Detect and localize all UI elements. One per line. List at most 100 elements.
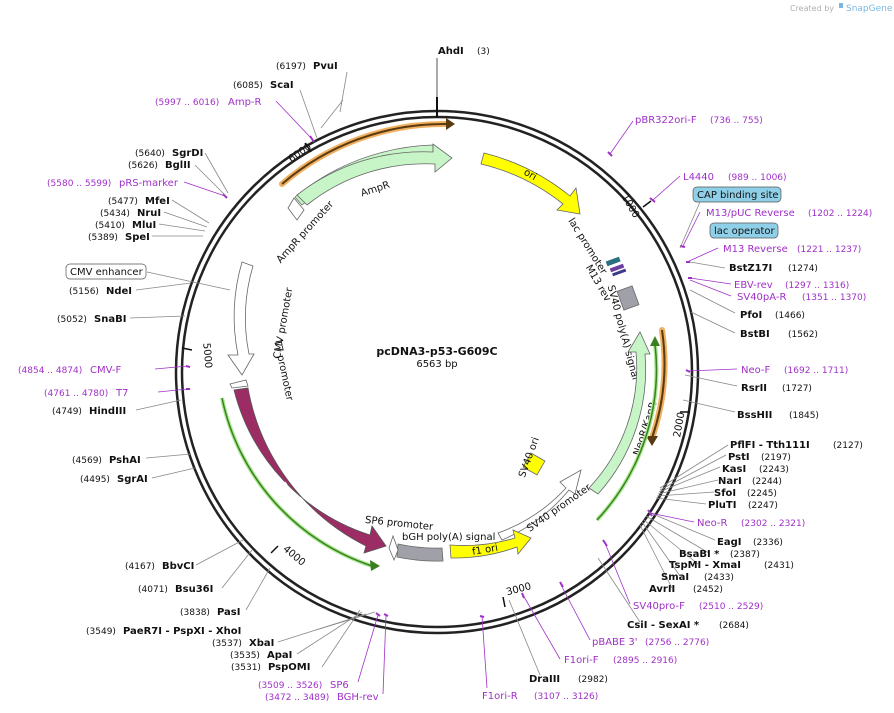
site-hindiii[interactable]: (4749)HindIII bbox=[52, 406, 126, 417]
svg-text:SpeI: SpeI bbox=[125, 232, 150, 243]
site-spei[interactable]: (5389) SpeI bbox=[88, 232, 150, 243]
svg-text:(2387): (2387) bbox=[730, 550, 760, 560]
primer-sp6[interactable]: (3509 .. 3526)SP6 bbox=[258, 680, 349, 691]
site-sfoi[interactable]: SfoI(2245) bbox=[714, 488, 777, 499]
site-pshai[interactable]: (4569)PshAI bbox=[72, 455, 141, 466]
site-sgrdi[interactable]: (5640)SgrDI bbox=[135, 148, 203, 159]
credit-brand: SnapGene bbox=[846, 4, 893, 14]
svg-text:RsrII: RsrII bbox=[741, 383, 767, 394]
site-pflfi[interactable]: PflFI - Tth111I(2127) bbox=[730, 440, 863, 451]
svg-text:PluTI: PluTI bbox=[708, 500, 736, 511]
site-sgrai[interactable]: (4495)SgrAI bbox=[80, 474, 148, 485]
site-bstz17i[interactable]: BstZ17I(1274) bbox=[729, 263, 818, 274]
site-pspomi[interactable]: (3531)PspOMI bbox=[231, 662, 310, 673]
feature-sv40-promoter[interactable]: SV40 promoter bbox=[497, 469, 594, 541]
svg-text:(736 .. 755): (736 .. 755) bbox=[710, 116, 763, 126]
svg-text:SV40pA-R: SV40pA-R bbox=[737, 292, 786, 303]
site-bglii[interactable]: (5626)BglII bbox=[128, 160, 191, 171]
site-nrui[interactable]: (5434) NruI bbox=[100, 208, 161, 219]
primer-pbr322ori-f[interactable]: pBR322ori-F (736 .. 755) bbox=[635, 115, 763, 126]
site-mlui[interactable]: (5410)MluI bbox=[95, 220, 156, 231]
svg-text:(1845): (1845) bbox=[789, 411, 819, 421]
feature-sv40-polya-right[interactable]: SV40 poly(A) signal bbox=[605, 284, 641, 381]
feature-sv40-ori[interactable]: SV40 ori bbox=[517, 436, 546, 479]
primer-amp-r[interactable]: (5997 .. 6016)Amp-R bbox=[155, 97, 262, 108]
primer-m13-puc-reverse[interactable]: M13/pUC Reverse(1202 .. 1224) bbox=[706, 208, 872, 219]
feature-p53[interactable]: p53 bbox=[233, 387, 387, 554]
tick-5000: 5000 bbox=[181, 342, 213, 369]
svg-text:(5389): (5389) bbox=[88, 233, 118, 243]
site-paer7i[interactable]: (3549)PaeR7I - PspXI - XhoI bbox=[86, 626, 241, 637]
tick-label-5000: 5000 bbox=[200, 342, 213, 368]
site-bsu36i[interactable]: (4071)Bsu36I bbox=[138, 584, 213, 595]
site-pluti[interactable]: PluTI(2247) bbox=[708, 500, 778, 511]
site-ndei[interactable]: (5156) NdeI bbox=[69, 286, 132, 297]
boxed-cap-binding-site[interactable]: CAP binding site bbox=[679, 186, 782, 249]
site-bsabi[interactable]: BsaBI * (2387) bbox=[679, 549, 760, 560]
svg-text:BstZ17I: BstZ17I bbox=[729, 263, 772, 274]
site-bsshii[interactable]: BssHII(1845) bbox=[737, 410, 819, 421]
site-draiii[interactable]: DraIII(2982) bbox=[529, 674, 608, 685]
svg-text:BsaBI *: BsaBI * bbox=[679, 549, 720, 560]
tick-label-2000: 2000 bbox=[672, 411, 687, 438]
site-apai[interactable]: (3535)ApaI bbox=[230, 650, 292, 661]
primer-sv40pro-f[interactable]: SV40pro-F(2510 .. 2529) bbox=[633, 601, 763, 612]
site-psti[interactable]: PstI(2197) bbox=[728, 452, 791, 463]
site-scai[interactable]: (6085)ScaI bbox=[233, 80, 294, 91]
svg-text:(1692 .. 1711): (1692 .. 1711) bbox=[784, 366, 848, 376]
svg-text:pBR322ori-F: pBR322ori-F bbox=[635, 115, 697, 126]
site-xbai[interactable]: (3537)XbaI bbox=[212, 638, 274, 649]
site-tspmi[interactable]: TspMI - XmaI(2431) bbox=[669, 560, 794, 571]
boxed-cmv-enhancer[interactable]: CMV enhancer bbox=[65, 263, 147, 280]
site-mfei[interactable]: (5477)MfeI bbox=[108, 196, 170, 207]
svg-text:NruI: NruI bbox=[137, 208, 161, 219]
primer-neo-f[interactable]: Neo-F(1692 .. 1711) bbox=[741, 365, 848, 376]
site-pfoi[interactable]: PfoI(1466) bbox=[740, 310, 805, 321]
svg-text:SP6: SP6 bbox=[330, 680, 349, 691]
primer-ebv-rev[interactable]: EBV-rev(1297 .. 1316) bbox=[734, 280, 849, 291]
site-pasi[interactable]: (3838)PasI bbox=[180, 607, 240, 618]
feature-ampr-arrow[interactable] bbox=[296, 143, 453, 206]
primer-pbabe3[interactable]: pBABE 3'(2756 .. 2776) bbox=[592, 637, 709, 648]
svg-text:PvuI: PvuI bbox=[313, 61, 338, 72]
primer-bgh-rev[interactable]: (3472 .. 3489)BGH-rev bbox=[265, 692, 379, 703]
svg-text:(5156): (5156) bbox=[69, 287, 99, 297]
primer-t7[interactable]: (4761 .. 4780)T7 bbox=[44, 388, 128, 399]
svg-text:Neo-R: Neo-R bbox=[697, 518, 728, 529]
site-csii[interactable]: CsiI - SexAI *(2684) bbox=[627, 620, 749, 631]
primer-prs-marker[interactable]: (5580 .. 5599)pRS-marker bbox=[47, 178, 179, 189]
feature-f1-ori[interactable]: f1 ori bbox=[449, 529, 532, 559]
site-bstbi[interactable]: BstBI(1562) bbox=[740, 329, 818, 340]
svg-text:BglII: BglII bbox=[165, 160, 191, 171]
primer-cmv-f[interactable]: (4854 .. 4874)CMV-F bbox=[18, 365, 121, 376]
site-nari[interactable]: NarI(2244) bbox=[718, 476, 782, 487]
svg-text:MluI: MluI bbox=[132, 220, 156, 231]
svg-text:T7: T7 bbox=[115, 388, 128, 399]
site-eagi[interactable]: EagI(2336) bbox=[717, 537, 783, 548]
primer-l4440[interactable]: L4440(989 .. 1006) bbox=[683, 172, 787, 183]
svg-text:(4569): (4569) bbox=[72, 456, 102, 466]
primer-sv40pa-r[interactable]: SV40pA-R(1351 .. 1370) bbox=[737, 292, 866, 303]
feature-ampr-promoter[interactable]: AmpR promoter bbox=[275, 197, 337, 265]
svg-text:(2302 .. 2321): (2302 .. 2321) bbox=[741, 519, 805, 529]
feature-bgh[interactable]: bGH poly(A) signal bbox=[396, 532, 495, 562]
site-rsrii[interactable]: RsrII(1727) bbox=[741, 383, 812, 394]
site-kasi[interactable]: KasI(2243) bbox=[722, 464, 789, 475]
primer-f1ori-f[interactable]: F1ori-F(2895 .. 2916) bbox=[564, 655, 677, 666]
feature-ori[interactable]: ori bbox=[480, 152, 581, 215]
site-pvui[interactable]: (6197)PvuI bbox=[276, 61, 338, 72]
svg-text:SfoI: SfoI bbox=[714, 488, 736, 499]
site-smai[interactable]: SmaI(2433) bbox=[661, 572, 734, 583]
primer-neo-r[interactable]: Neo-R (2302 .. 2321) bbox=[697, 518, 805, 529]
site-ahdi[interactable]: AhdI(3) bbox=[438, 46, 490, 57]
svg-text:L4440: L4440 bbox=[683, 172, 714, 183]
site-snabi[interactable]: (5052)SnaBI bbox=[57, 314, 126, 325]
primer-m13-reverse[interactable]: M13 Reverse(1221 .. 1237) bbox=[723, 244, 861, 255]
site-avrii[interactable]: AvrII(2452) bbox=[649, 584, 723, 595]
svg-text:EBV-rev: EBV-rev bbox=[734, 280, 773, 291]
primer-f1ori-r[interactable]: F1ori-R(3107 .. 3126) bbox=[482, 691, 598, 702]
boxed-lac-operator[interactable]: lac operator bbox=[709, 222, 779, 239]
svg-text:NdeI: NdeI bbox=[106, 286, 132, 297]
svg-text:(5434): (5434) bbox=[100, 209, 130, 219]
site-bbvci[interactable]: (4167)BbvCI bbox=[125, 561, 194, 572]
